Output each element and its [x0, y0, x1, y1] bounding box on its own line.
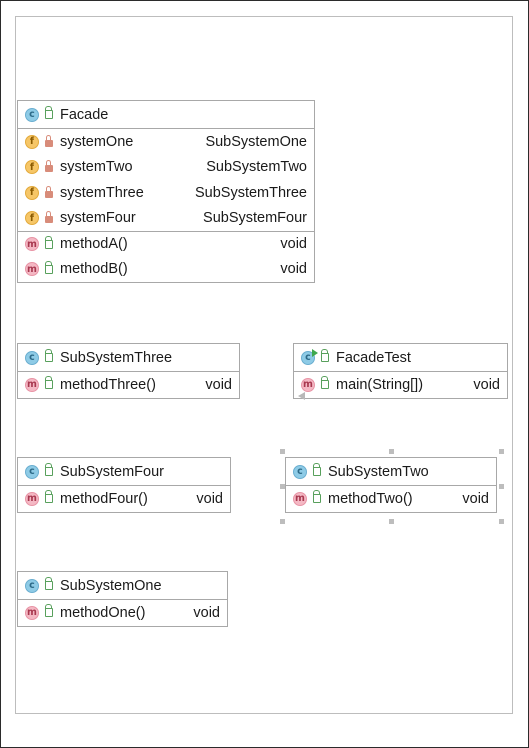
- field-row[interactable]: f systemThree SubSystemThree: [18, 180, 314, 206]
- unlock-icon: [44, 376, 53, 390]
- field-row[interactable]: f systemFour SubSystemFour: [18, 206, 314, 232]
- class-facade-test[interactable]: c FacadeTest m main(String[]) void: [293, 343, 508, 399]
- class-name: Facade: [60, 106, 109, 123]
- class-c-icon: c: [25, 107, 39, 122]
- unlock-icon: [44, 106, 53, 119]
- method-row[interactable]: m methodB() void: [18, 257, 314, 283]
- method-row[interactable]: m methodTwo() void: [286, 486, 496, 512]
- field-name: systemThree: [60, 184, 144, 201]
- field-type: SubSystemOne: [205, 133, 307, 150]
- method-row[interactable]: m main(String[]) void: [294, 372, 507, 398]
- class-name: SubSystemFour: [60, 463, 164, 480]
- method-row[interactable]: m methodOne() void: [18, 600, 227, 626]
- unlock-icon: [44, 463, 53, 476]
- method-m-icon: m: [25, 237, 39, 252]
- unlock-icon: [44, 235, 53, 249]
- class-name: SubSystemThree: [60, 349, 173, 366]
- unlock-icon: [44, 577, 53, 590]
- method-row[interactable]: m methodFour() void: [18, 486, 230, 512]
- class-c-icon: c: [25, 464, 39, 479]
- class-c-icon: c: [293, 464, 307, 479]
- method-return-type: void: [205, 376, 232, 393]
- selection-handle[interactable]: [499, 449, 504, 454]
- lock-icon: [45, 185, 53, 198]
- unlock-icon: [320, 376, 329, 390]
- field-name: systemOne: [60, 133, 134, 150]
- field-f-icon: f: [25, 160, 39, 175]
- field-type: SubSystemThree: [194, 184, 307, 201]
- method-name: main(String[]): [336, 376, 424, 393]
- class-subsystem-two[interactable]: c SubSystemTwo m methodTwo() void: [285, 457, 497, 513]
- field-f-icon: f: [25, 185, 39, 200]
- class-c-icon: c: [25, 350, 39, 365]
- unlock-icon: [312, 463, 321, 476]
- field-f-icon: f: [25, 134, 39, 149]
- method-name: methodFour(): [60, 490, 148, 507]
- class-subsystem-one[interactable]: c SubSystemOne m methodOne() void: [17, 571, 228, 627]
- class-header[interactable]: c SubSystemTwo: [286, 458, 496, 486]
- method-return-type: void: [473, 376, 500, 393]
- class-facade[interactable]: c Facade f systemOne SubSystemOne f syst…: [17, 100, 315, 283]
- unlock-icon: [320, 349, 329, 362]
- method-m-icon: m: [301, 377, 315, 392]
- selection-handle[interactable]: [280, 519, 285, 524]
- class-name: FacadeTest: [336, 349, 411, 366]
- runnable-class-icon: c: [301, 348, 318, 365]
- field-row[interactable]: f systemTwo SubSystemTwo: [18, 155, 314, 181]
- class-header[interactable]: c FacadeTest: [294, 344, 507, 372]
- method-return-type: void: [196, 490, 223, 507]
- method-m-icon: m: [293, 491, 307, 506]
- lock-icon: [45, 160, 53, 173]
- lock-icon: [45, 134, 53, 147]
- method-return-type: void: [193, 604, 220, 621]
- selection-handle[interactable]: [280, 449, 285, 454]
- method-row[interactable]: m methodThree() void: [18, 372, 239, 398]
- lock-icon: [45, 211, 53, 224]
- class-subsystem-three[interactable]: c SubSystemThree m methodThree() void: [17, 343, 240, 399]
- class-c-icon: c: [25, 578, 39, 593]
- method-name: methodOne(): [60, 604, 146, 621]
- method-name: methodB(): [60, 261, 128, 278]
- field-type: SubSystemTwo: [206, 159, 307, 176]
- class-header[interactable]: c SubSystemFour: [18, 458, 230, 486]
- method-return-type: void: [462, 490, 489, 507]
- method-m-icon: m: [25, 377, 39, 392]
- class-subsystem-four[interactable]: c SubSystemFour m methodFour() void: [17, 457, 231, 513]
- selection-handle[interactable]: [389, 519, 394, 524]
- field-row[interactable]: f systemOne SubSystemOne: [18, 129, 314, 155]
- unlock-icon: [44, 260, 53, 274]
- field-name: systemFour: [60, 210, 136, 227]
- method-return-type: void: [280, 261, 307, 278]
- method-m-icon: m: [25, 262, 39, 277]
- selection-handle[interactable]: [499, 519, 504, 524]
- class-header[interactable]: c SubSystemThree: [18, 344, 239, 372]
- class-header[interactable]: c SubSystemOne: [18, 572, 227, 600]
- method-name: methodThree(): [60, 376, 156, 393]
- method-m-icon: m: [25, 605, 39, 620]
- unlock-icon: [44, 349, 53, 362]
- field-type: SubSystemFour: [203, 210, 307, 227]
- diagram-page: [15, 16, 513, 714]
- method-return-type: void: [280, 236, 307, 253]
- method-name: methodA(): [60, 236, 128, 253]
- method-m-icon: m: [25, 491, 39, 506]
- method-row[interactable]: m methodA() void: [18, 231, 314, 257]
- unlock-icon: [312, 490, 321, 504]
- field-name: systemTwo: [60, 159, 133, 176]
- unlock-icon: [44, 490, 53, 504]
- selection-handle[interactable]: [389, 449, 394, 454]
- class-name: SubSystemTwo: [328, 463, 429, 480]
- class-name: SubSystemOne: [60, 577, 162, 594]
- selection-handle[interactable]: [280, 484, 285, 489]
- unlock-icon: [44, 604, 53, 618]
- selection-handle[interactable]: [499, 484, 504, 489]
- field-f-icon: f: [25, 211, 39, 226]
- arrow-icon: [298, 392, 305, 400]
- class-header[interactable]: c Facade: [18, 101, 314, 129]
- method-name: methodTwo(): [328, 490, 413, 507]
